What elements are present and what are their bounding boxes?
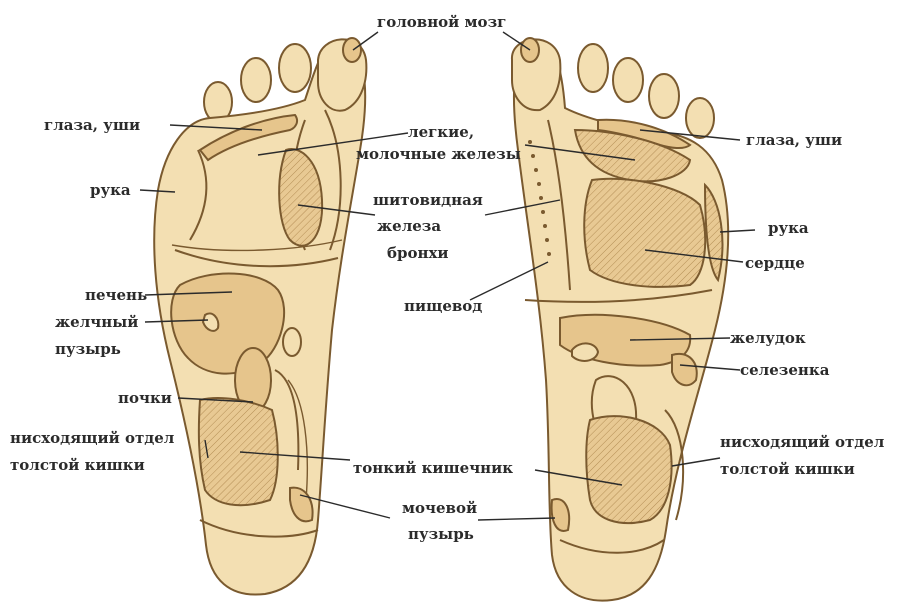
right-foot [512,38,728,601]
right-foot-toe-2 [578,44,608,92]
label-small-intestine: тонкий кишечник [353,458,513,478]
label-eyes-ears-left: глаза, уши [44,115,140,135]
left-foot-toe-3 [279,44,311,92]
label-arm-right: рука [768,218,809,238]
label-colon-right-line1: нисходящий отдел [720,432,884,452]
label-kidneys: почки [118,388,172,408]
label-eyes-ears-right: глаза, уши [746,130,842,150]
left-foot-colon-zone [199,398,278,505]
right-foot-heart-zone [584,179,705,287]
label-gallbladder-line2: пузырь [55,339,121,359]
label-thyroid-line2: железа [377,216,441,236]
left-foot-toe-4 [241,58,271,102]
right-foot-intestine-zone [586,416,671,523]
label-heart: сердце [745,253,805,273]
label-thyroid-line1: шитовидная [373,190,483,210]
label-arm-left: рука [90,180,131,200]
left-foot-brain-zone [343,38,361,62]
label-lungs-line1: легкие, [408,122,474,142]
right-foot-toe-4 [649,74,679,118]
label-bladder-line1: мочевой [402,498,477,518]
right-foot-little-toe [686,98,714,138]
label-lungs-line2: молочные железы [356,144,521,164]
label-brain: головной мозг [377,12,506,32]
label-colon-left-line2: толстой кишки [10,455,145,475]
label-stomach: желудок [730,328,806,348]
label-spleen: селезенка [740,360,829,380]
label-bladder-line2: пузырь [408,524,474,544]
label-thyroid-line3: бронхи [387,243,449,263]
label-gallbladder-line1: желчный [55,312,138,332]
label-colon-left-line1: нисходящий отдел [10,428,174,448]
label-colon-right-line2: толстой кишки [720,459,855,479]
label-esophagus: пищевод [404,296,482,316]
label-liver: печень [85,285,147,305]
left-foot [154,38,366,595]
right-foot-toe-3 [613,58,643,102]
